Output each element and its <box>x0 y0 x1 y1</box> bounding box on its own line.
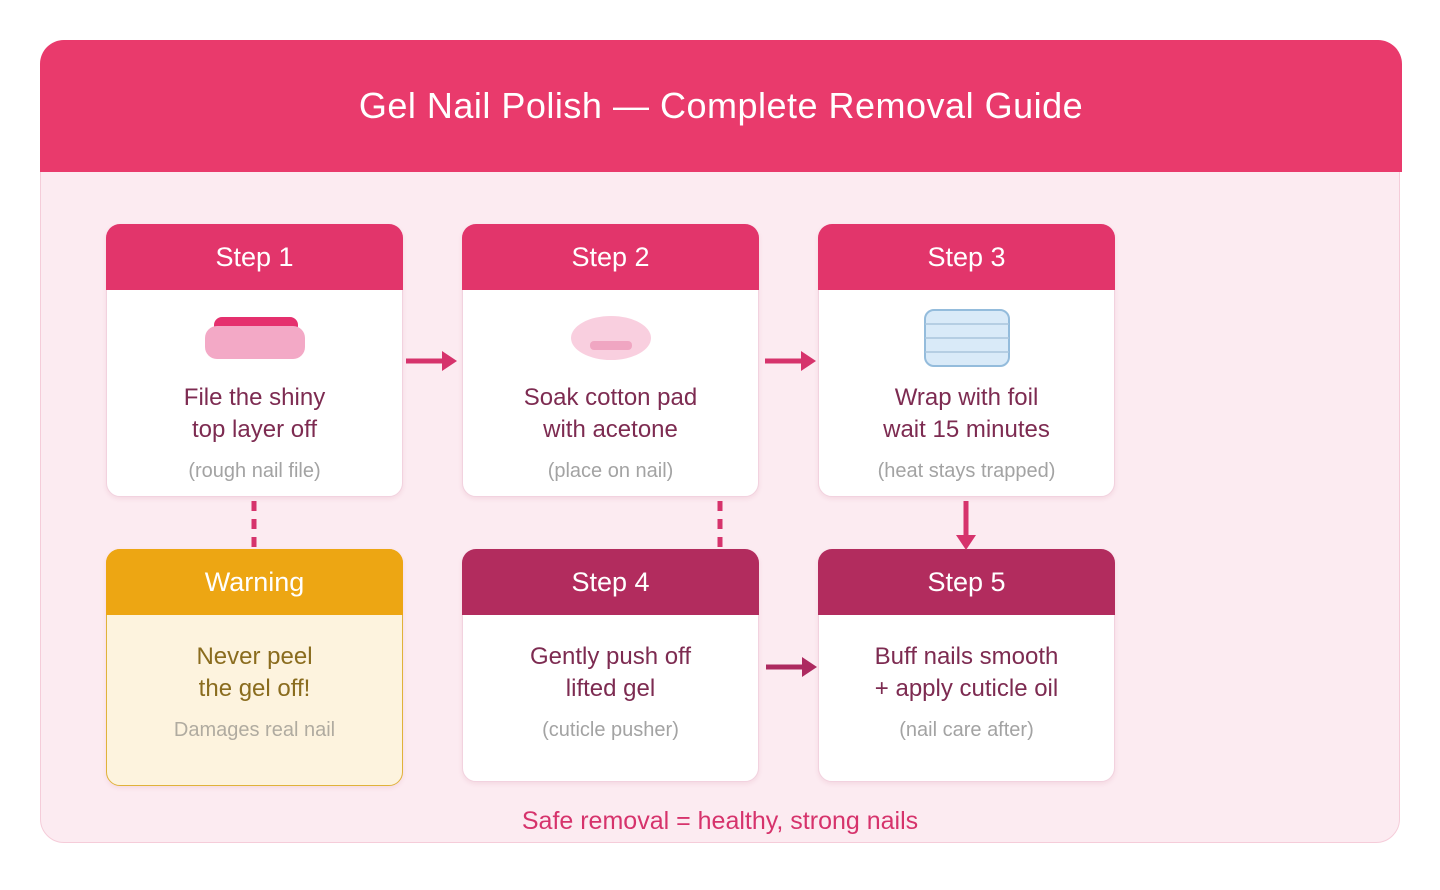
step-3-header: Step 3 <box>818 224 1115 290</box>
step-5-title: Step 5 <box>927 566 1006 597</box>
step-2-text: Soak cotton pad with acetone <box>463 382 758 446</box>
step-4-card: Step 4 Gently push off lifted gel (cutic… <box>462 549 759 782</box>
step-3-text: Wrap with foil wait 15 minutes <box>819 382 1114 446</box>
step-3-card: Step 3 Wrap with foil wait 15 minutes (h… <box>818 224 1115 497</box>
step-5-body: Buff nails smooth + apply cuticle oil (n… <box>819 641 1114 742</box>
step-4-title: Step 4 <box>571 566 650 597</box>
arrow-step1-to-step2 <box>406 351 457 371</box>
step-4-caption: (cuticle pusher) <box>542 719 679 741</box>
step-3-body: Wrap with foil wait 15 minutes (heat sta… <box>819 302 1114 483</box>
cotton-pad-line-shape <box>589 341 632 350</box>
text-line: Gently push off <box>530 643 691 670</box>
step-4-body: Gently push off lifted gel (cuticle push… <box>463 641 758 742</box>
step-1-icon-zone <box>107 302 402 374</box>
warning-card: Warning Never peel the gel off! Damages … <box>106 549 403 786</box>
warning-text: Never peel the gel off! <box>107 641 402 705</box>
step-4-text: Gently push off lifted gel <box>463 641 758 705</box>
step-2-title: Step 2 <box>571 241 650 272</box>
step-4-header: Step 4 <box>462 549 759 615</box>
text-line: lifted gel <box>565 675 656 702</box>
footer-note: Safe removal = healthy, strong nails <box>521 807 919 835</box>
cotton-pad-icon <box>570 316 651 360</box>
infographic-panel: Gel Nail Polish — Complete Removal Guide… <box>40 40 1402 843</box>
step-2-icon-zone <box>463 302 758 374</box>
warning-caption: Damages real nail <box>173 719 336 741</box>
nail-file-icon <box>204 317 305 359</box>
warning-header: Warning <box>106 549 403 615</box>
dashed-link-step1-to-warning <box>251 501 257 549</box>
step-2-caption: (place on nail) <box>547 460 674 482</box>
step-2-body: Soak cotton pad with acetone (place on n… <box>463 302 758 483</box>
step-2-header: Step 2 <box>462 224 759 290</box>
page-title: Gel Nail Polish — Complete Removal Guide <box>358 85 1084 126</box>
text-line: with acetone <box>543 416 678 443</box>
step-1-caption: (rough nail file) <box>188 460 321 482</box>
step-3-icon-zone <box>819 302 1114 374</box>
text-line: File the shiny <box>183 384 326 411</box>
warning-body: Never peel the gel off! Damages real nai… <box>107 641 402 742</box>
step-5-card: Step 5 Buff nails smooth + apply cuticle… <box>818 549 1115 782</box>
step-1-body: File the shiny top layer off (rough nail… <box>107 302 402 483</box>
step-5-caption: (nail care after) <box>899 719 1034 741</box>
step-5-text: Buff nails smooth + apply cuticle oil <box>819 641 1114 705</box>
text-line: wait 15 minutes <box>883 416 1050 443</box>
arrow-step3-to-step5 <box>956 501 976 550</box>
step-2-card: Step 2 Soak cotton pad with acetone (pla… <box>462 224 759 497</box>
step-3-caption: (heat stays trapped) <box>877 460 1056 482</box>
text-line: Never peel <box>196 643 313 670</box>
step-1-card: Step 1 File the shiny top layer off (rou… <box>106 224 403 497</box>
warning-title: Warning <box>204 566 305 597</box>
step-5-header: Step 5 <box>818 549 1115 615</box>
text-line: + apply cuticle oil <box>874 675 1059 702</box>
foil-wrap-icon <box>923 309 1010 367</box>
step-1-text: File the shiny top layer off <box>107 382 402 446</box>
text-line: Buff nails smooth <box>874 643 1059 670</box>
step-1-header: Step 1 <box>106 224 403 290</box>
text-line: top layer off <box>192 416 317 443</box>
dashed-link-step2-to-step4 <box>717 501 723 549</box>
arrow-step2-to-step3 <box>765 351 816 371</box>
text-line: the gel off! <box>198 675 311 702</box>
text-line: Wrap with foil <box>894 384 1039 411</box>
step-3-title: Step 3 <box>927 241 1006 272</box>
nail-file-bottom-shape <box>204 326 305 359</box>
text-line: Soak cotton pad <box>523 384 698 411</box>
step-1-title: Step 1 <box>215 241 294 272</box>
arrow-step4-to-step5 <box>766 657 817 677</box>
title-banner: Gel Nail Polish — Complete Removal Guide <box>40 40 1402 172</box>
